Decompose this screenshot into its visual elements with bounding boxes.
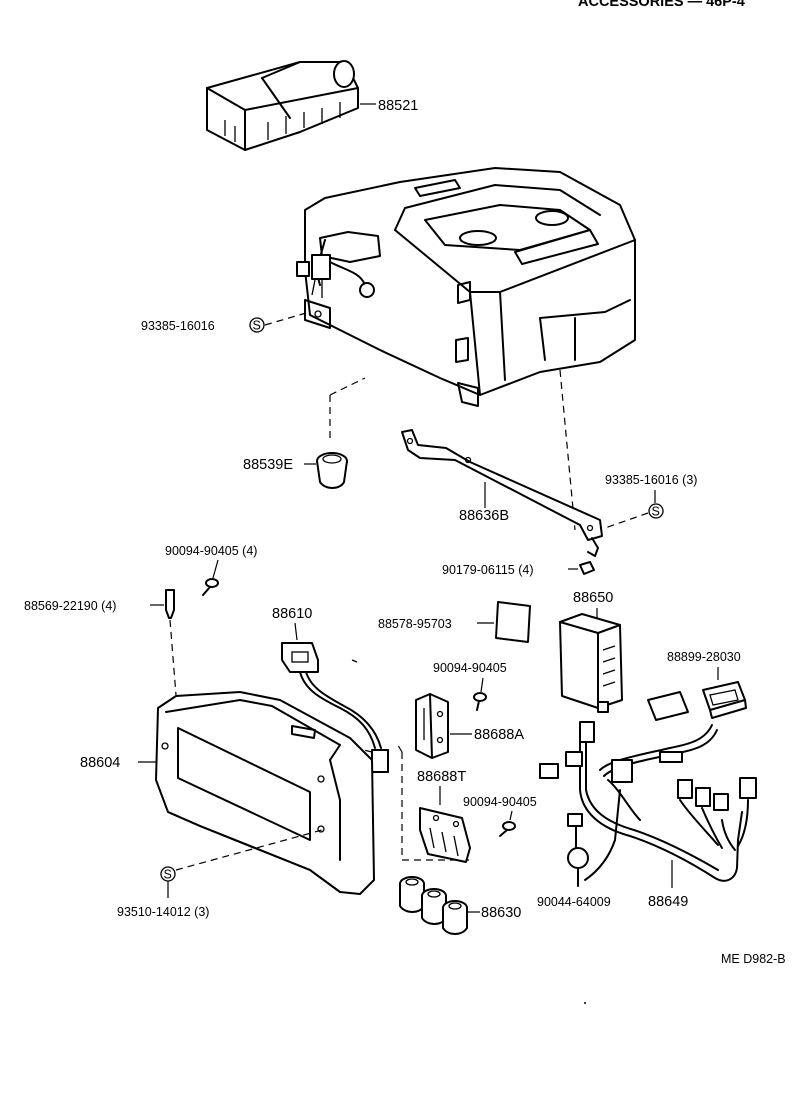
- part-90179-06115-nut: [579, 561, 595, 575]
- part-90044-64009-grommet: [567, 825, 589, 887]
- label-90044-64009: 90044-64009: [537, 895, 611, 909]
- diagram-code: ME D982-B: [721, 952, 786, 966]
- header-ref-text: ACCESSORIES — 46P-4: [578, 0, 745, 10]
- label-90094-90405-a: 90094-90405 (4): [165, 544, 257, 558]
- standard-part-icon: S: [648, 503, 664, 519]
- svg-text:S: S: [652, 505, 660, 519]
- label-88569-22190: 88569-22190 (4): [24, 599, 116, 613]
- connector-icon: [579, 721, 595, 743]
- part-90094-90405-screw-c: [499, 821, 516, 837]
- part-88649-harness: [539, 691, 757, 882]
- part-90094-90405-screw-b: [473, 692, 487, 711]
- label-88578-95703: 88578-95703: [378, 617, 452, 631]
- part-88688A-bracket: [415, 693, 449, 759]
- label-88688A: 88688A: [474, 727, 524, 743]
- part-88578-95703-plate: [495, 601, 531, 643]
- part-console-wiring: [296, 239, 375, 298]
- connector-icon: [567, 813, 583, 827]
- connector-icon: [647, 691, 689, 721]
- label-88688T: 88688T: [417, 769, 466, 785]
- label-88899-28030: 88899-28030: [667, 650, 741, 664]
- label-88539E: 88539E: [243, 457, 293, 473]
- part-90094-90405-screw-a: [202, 578, 219, 596]
- standard-part-icon: S: [249, 317, 265, 333]
- label-88636B: 88636B: [459, 508, 509, 524]
- label-88649: 88649: [648, 894, 688, 910]
- part-88899-28030-connector: [702, 681, 747, 719]
- label-88630: 88630: [481, 905, 521, 921]
- part-console-box: [304, 167, 636, 407]
- connector-icon: [677, 779, 693, 799]
- part-88688T-plate: [419, 807, 471, 863]
- svg-text:S: S: [253, 319, 261, 333]
- connector-icon: [539, 763, 559, 779]
- part-88610-connector: [281, 642, 389, 773]
- part-88539E-knob: [316, 452, 348, 489]
- label-88604: 88604: [80, 755, 120, 771]
- part-88521-unit: [206, 60, 359, 151]
- connector-icon: [739, 777, 757, 799]
- svg-text:S: S: [164, 868, 172, 882]
- label-90094-90405-b: 90094-90405: [433, 661, 507, 675]
- part-88604-trim-panel: [155, 691, 375, 895]
- label-88521: 88521: [378, 98, 418, 114]
- label-90179-06115: 90179-06115 (4): [442, 563, 534, 577]
- connector-icon: [713, 793, 729, 811]
- label-93385-16016-b: 93385-16016 (3): [605, 473, 697, 487]
- label-88650: 88650: [573, 590, 613, 606]
- connector-icon: [659, 751, 683, 763]
- connector-icon: [695, 787, 711, 807]
- part-88636B-bracket: [401, 429, 603, 557]
- part-88630-knobs: [399, 876, 468, 935]
- label-93510-14012: 93510-14012 (3): [117, 905, 209, 919]
- part-88569-22190-clip: [165, 589, 175, 619]
- label-90094-90405-c: 90094-90405: [463, 795, 537, 809]
- label-93385-16016-a: 93385-16016: [141, 319, 215, 333]
- connector-icon: [611, 759, 633, 783]
- connector-icon: [565, 751, 583, 767]
- label-88610: 88610: [272, 606, 312, 622]
- standard-part-icon: S: [160, 866, 176, 882]
- part-88650-module: [559, 613, 623, 713]
